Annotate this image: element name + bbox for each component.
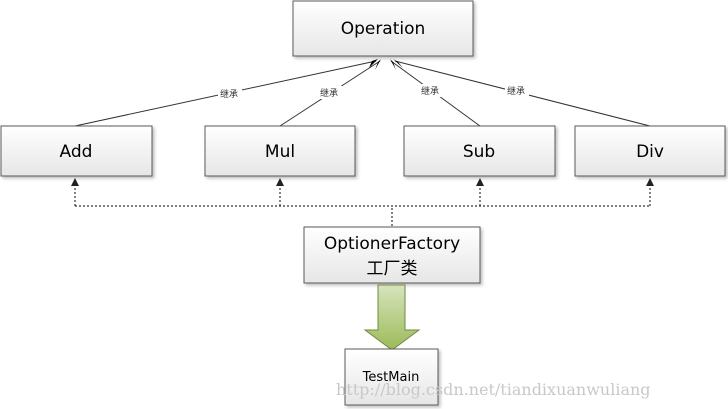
edge-label-mul: 继承 [320, 87, 338, 99]
arrowhead-add [369, 59, 378, 68]
node-add-label: Add [60, 142, 93, 162]
arrowhead-mul [375, 59, 381, 70]
arrowhead-div [393, 59, 403, 68]
node-factory-label: OptionerFactory [324, 234, 460, 254]
node-div: Div [574, 125, 726, 177]
node-testmain-label: TestMain [362, 370, 420, 385]
green-down-arrow [363, 284, 421, 351]
watermark-text: http://blog.csdn.net/tiandixuanwuliang [336, 380, 651, 399]
dependency-arrowheads [71, 178, 654, 186]
node-mul: Mul [204, 125, 356, 177]
arrowhead-sub [390, 59, 396, 70]
node-mul-label: Mul [265, 142, 295, 162]
edge-label-div: 继承 [507, 85, 525, 97]
dep-arrowhead-add [71, 178, 79, 186]
edge-label-add: 继承 [220, 88, 238, 100]
node-sub-label: Sub [463, 142, 495, 162]
node-add: Add [0, 125, 153, 177]
dep-arrowhead-div [646, 178, 654, 186]
inheritance-edges [74, 60, 651, 127]
node-operation: Operation [292, 0, 474, 57]
node-factory: OptionerFactory 工厂类 [303, 226, 481, 284]
node-testmain: TestMain [344, 348, 439, 406]
dep-arrowhead-mul [276, 178, 284, 186]
dep-arrowhead-sub [476, 178, 484, 186]
node-sub: Sub [403, 125, 556, 177]
edge-label-sub: 继承 [421, 85, 439, 97]
node-operation-label: Operation [341, 19, 426, 39]
inheritance-arrowheads [369, 59, 403, 70]
dependency-edges [74, 184, 651, 226]
node-factory-sublabel: 工厂类 [367, 259, 418, 279]
node-div-label: Div [636, 142, 664, 162]
